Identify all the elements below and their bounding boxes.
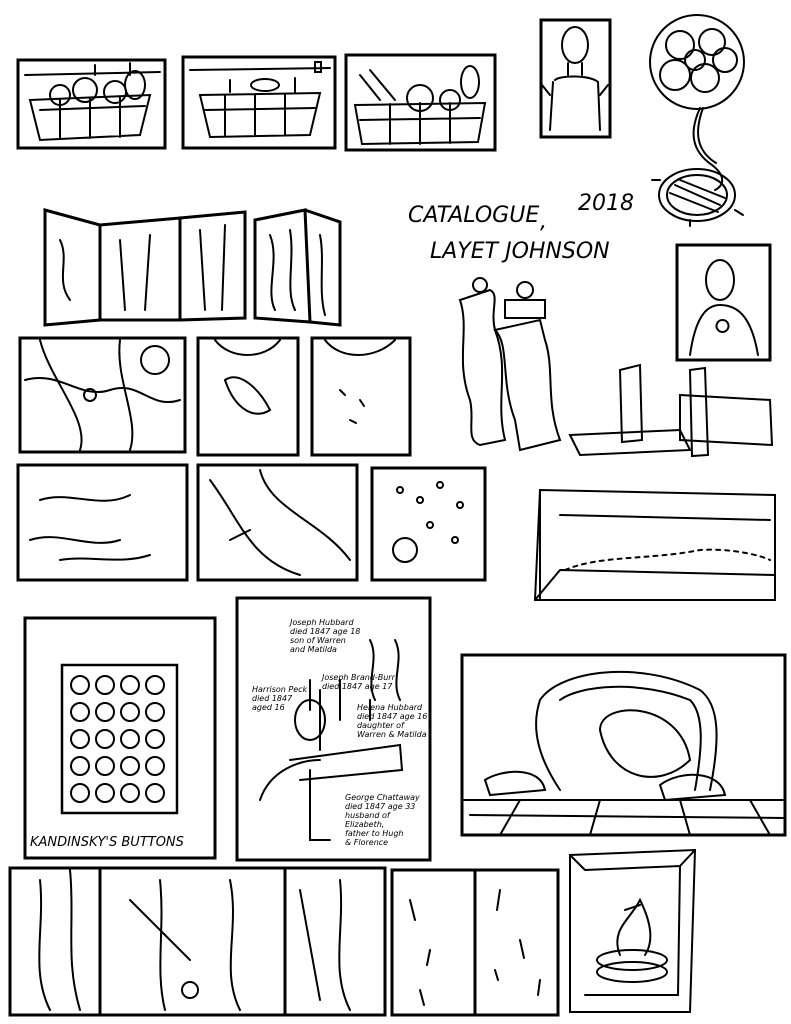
wavy-column-sculpture-drawing	[458, 277, 562, 452]
title-artist: LAYET JOHNSON	[430, 239, 610, 264]
gun-memorial-drawing: Joseph Hubbard died 1847 age 18 son of W…	[235, 596, 432, 862]
gun-label-3-l2: died 1847	[252, 694, 293, 703]
gun-label-4-l3: daughter of	[357, 721, 405, 730]
portrait-drawing-1	[539, 18, 612, 139]
gun-label-5-l1: George Chattaway	[345, 793, 420, 802]
dotted-panel	[370, 466, 487, 582]
portrait-drawing-2	[675, 243, 772, 362]
landscape-panel-2	[196, 463, 359, 582]
gun-label-4-l1: Helena Hubbard	[357, 703, 423, 712]
dish-rack-panel-2	[181, 55, 337, 150]
landscape-panel-1	[16, 463, 189, 582]
gun-label-5-l2: died 1847 age 33	[345, 802, 415, 811]
gun-label-5-l3: husband of	[345, 811, 391, 820]
gun-label-1-l4: and Matilda	[290, 645, 337, 654]
gun-label-4-l2: died 1847 age 16	[357, 712, 427, 721]
map-panel	[18, 336, 187, 454]
gun-label-3-l1: Harrison Peck	[252, 685, 308, 694]
gun-label-1-l1: Joseph Hubbard	[288, 618, 354, 627]
kandinskys-buttons-drawing: KANDINSKY'S BUTTONS	[23, 616, 217, 860]
gun-label-1-l2: died 1847 age 18	[290, 627, 360, 636]
kandinsky-caption: KANDINSKY'S BUTTONS	[30, 835, 184, 850]
button-grid	[70, 675, 165, 803]
display-case-drawing-1	[533, 488, 776, 601]
dish-rack-panel-3	[344, 53, 497, 152]
gun-label-5-l6: & Florence	[345, 838, 388, 847]
gun-label-5-l5: father to Hugh	[345, 829, 404, 838]
forest-panels-drawing	[8, 866, 387, 1017]
gun-label-1-l3: son of Warren	[290, 636, 346, 645]
gun-label-2-l1: Joseph Brand-Burr	[320, 673, 396, 682]
catalogue-title: CATALOGUE , 2018 LAYET JOHNSON	[408, 191, 634, 264]
title-comma: ,	[540, 209, 547, 234]
wood-grain-panel	[390, 868, 560, 1017]
dish-rack-panel-1	[16, 58, 167, 150]
back-drawing-panel-2	[310, 336, 412, 457]
gun-label-2-l2: died 1847 age 17	[322, 682, 393, 691]
shoes-arch-drawing	[460, 653, 787, 837]
title-year: 2018	[578, 191, 634, 216]
gun-label-3-l3: aged 16	[252, 703, 285, 712]
gun-label-4-l4: Warren & Matilda	[357, 730, 427, 739]
sphere-sculpture-drawing	[649, 14, 745, 227]
display-case-drawing-2	[569, 848, 697, 1013]
gun-label-5-l4: Elizabeth,	[345, 820, 384, 829]
back-drawing-panel-1	[196, 336, 300, 457]
folding-screen-drawing	[43, 208, 342, 327]
t-shaped-sculpture-drawing	[568, 363, 774, 458]
title-catalogue: CATALOGUE	[408, 203, 539, 228]
